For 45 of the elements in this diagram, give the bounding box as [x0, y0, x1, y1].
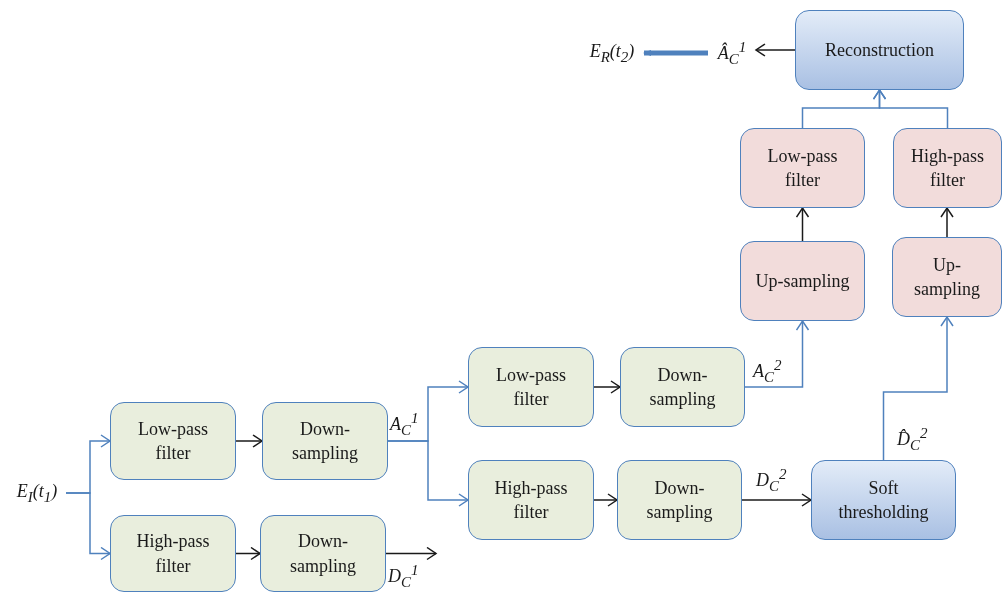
node-text: Soft thresholding — [837, 476, 930, 524]
arrow — [744, 320, 810, 388]
arrow — [882, 316, 954, 461]
node-text: Up-sampling — [913, 253, 981, 301]
process-box — [110, 402, 236, 480]
arrow — [643, 50, 708, 56]
arrow — [795, 207, 810, 242]
process-box — [620, 347, 745, 427]
arrow — [235, 434, 263, 448]
process-box — [468, 347, 594, 427]
node-text: Down-sampling — [291, 417, 359, 465]
arrow — [235, 546, 261, 561]
process-box — [740, 241, 865, 321]
signal-label: E$_{R}$(t$_{2}$) — [589, 40, 635, 66]
process-box — [795, 10, 964, 90]
node-text: Low-pass filter — [495, 363, 567, 411]
process-box — [260, 515, 386, 592]
arrow — [385, 546, 437, 561]
arrow — [593, 380, 621, 394]
arrow — [755, 43, 796, 57]
node-text: Reconstruction — [825, 38, 934, 62]
process-box — [262, 402, 388, 480]
node-text: Up-sampling — [755, 269, 850, 293]
signal-label: E$_{I}$(t$_{1}$) — [16, 480, 58, 506]
arrow — [387, 440, 469, 507]
node-text: Down-sampling — [645, 476, 714, 524]
process-box — [617, 460, 742, 540]
arrow — [940, 207, 954, 238]
process-box — [893, 128, 1002, 208]
arrow — [872, 89, 949, 129]
node-text: Down-sampling — [648, 363, 717, 411]
process-box — [892, 237, 1002, 317]
node-text: High-pass filter — [910, 144, 985, 192]
process-box — [110, 515, 236, 592]
arrow — [741, 493, 812, 507]
node-text: Down-sampling — [289, 530, 357, 578]
node-text: High-pass filter — [493, 476, 569, 524]
process-box — [811, 460, 956, 540]
node-text: Low-pass filter — [766, 144, 839, 192]
arrow — [65, 492, 111, 561]
arrow — [593, 493, 618, 507]
process-box — [740, 128, 865, 208]
node-text: Low-pass filter — [137, 417, 209, 465]
process-box — [468, 460, 594, 540]
node-text: High-pass filter — [135, 530, 211, 578]
